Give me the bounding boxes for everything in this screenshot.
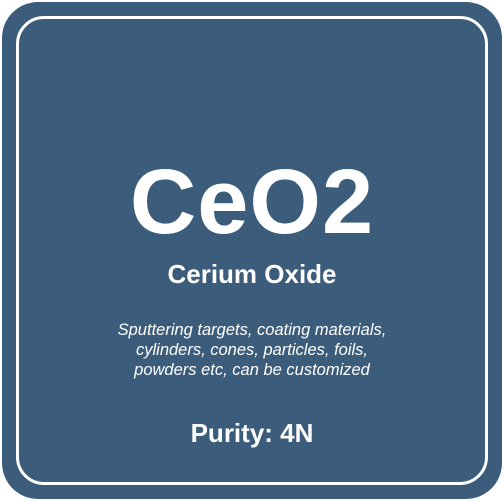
- material-name: Cerium Oxide: [167, 259, 337, 289]
- description-line-3: powders etc, can be customized: [134, 361, 370, 379]
- chemical-formula: CeO2: [129, 151, 375, 253]
- description-line-1: Sputtering targets, coating materials,: [117, 321, 387, 339]
- product-description: Sputtering targets, coating materials, c…: [42, 320, 462, 380]
- tile-border-frame: [16, 16, 488, 485]
- description-line-2: cylinders, cones, particles, foils,: [135, 341, 368, 359]
- purity-label: Purity: 4N: [190, 418, 314, 448]
